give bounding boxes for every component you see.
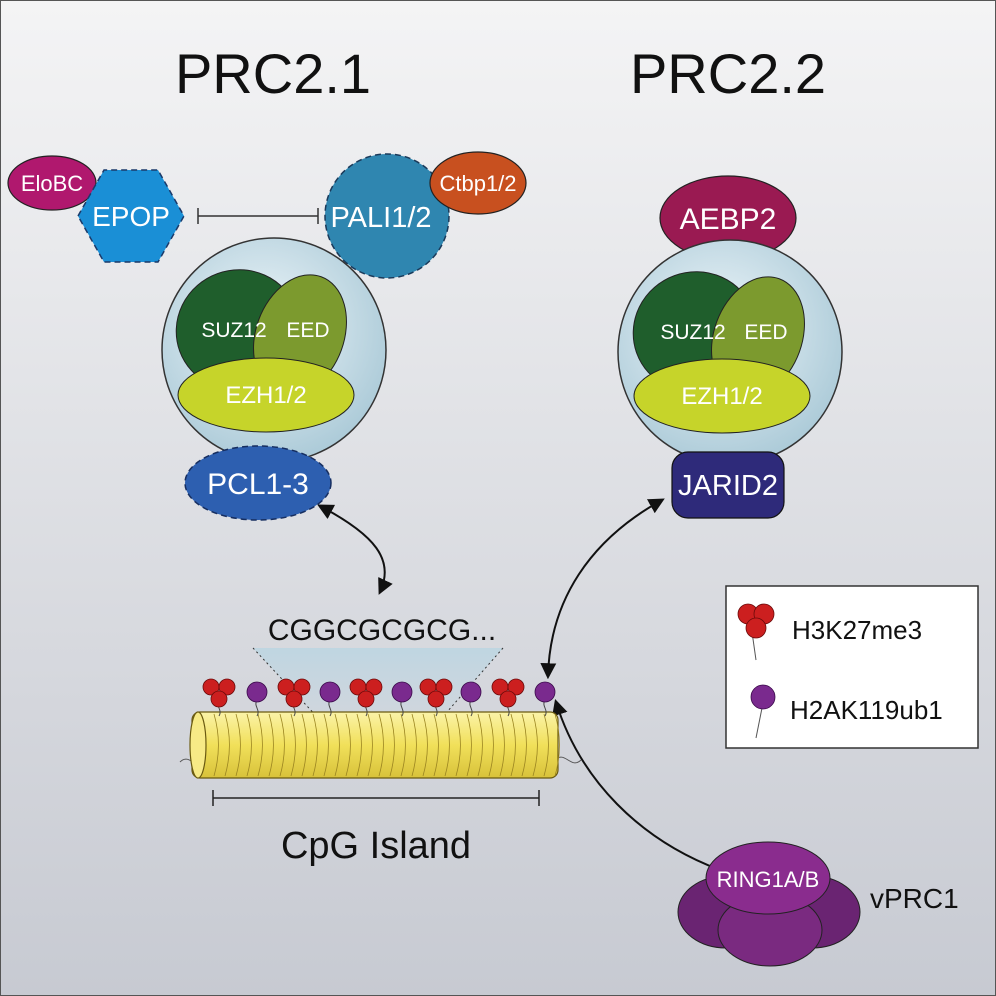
zoom-line-right [439, 647, 504, 721]
eed-label-1: EED [286, 319, 329, 342]
nucleosome-stripe [521, 713, 527, 777]
ezh-subunit-2 [633, 358, 811, 434]
nucleosome-stripe [477, 713, 483, 777]
nucleosome-stripe [268, 713, 274, 777]
nucleosome-stripe [499, 713, 505, 777]
ctbp-label: Ctbp1/2 [439, 171, 516, 196]
prc2-2-core: SUZ12 EED EZH1/2 [617, 239, 843, 465]
suz12-label-1: SUZ12 [201, 319, 266, 342]
legend-h3k27me3-label: H3K27me3 [792, 615, 922, 645]
nucleosome-stripe [422, 713, 428, 777]
nucleosome-stripe [290, 713, 296, 777]
h3k27me3-mark [202, 678, 236, 717]
h2ak119ub1-mark [391, 681, 413, 717]
pcl-label: PCL1-3 [207, 468, 309, 501]
epop-pali-inhibition [197, 208, 319, 224]
nucleosome-stripe [554, 713, 560, 777]
pali-label: PALI1/2 [330, 202, 431, 234]
cpg-sequence: CGGCGCGCG... [268, 614, 496, 647]
nucleosome-stripe [345, 713, 351, 777]
nucleosome-array [189, 711, 560, 779]
jarid2-label: JARID2 [678, 470, 778, 502]
nucleosome-stripe [378, 713, 384, 777]
nucleosome-stripe [257, 713, 263, 777]
nucleosome-stripe [246, 713, 252, 777]
elobc-label: EloBC [21, 171, 83, 196]
histone-marks [202, 678, 556, 717]
pcl-cpg-arrow [317, 504, 393, 595]
ring1ab-label: RING1A/B [717, 867, 820, 892]
nucleosome-stripe [334, 713, 340, 777]
nucleosome-stripes [213, 713, 560, 777]
vprc1-complex: RING1A/B [677, 841, 861, 967]
nucleosome-stripe [488, 713, 494, 777]
nucleosome-stripe [235, 713, 241, 777]
nucleosome-stripe [301, 713, 307, 777]
pcl-subunit: PCL1-3 [184, 445, 332, 521]
elobc-subunit: EloBC [7, 155, 97, 211]
legend-h3k27me3-icon [737, 603, 775, 661]
nucleosome-stripe [389, 713, 395, 777]
eed-label-2: EED [744, 321, 787, 344]
nucleosome-stripe [279, 713, 285, 777]
ctbp-subunit: Ctbp1/2 [429, 151, 527, 215]
h3k27me3-mark [491, 678, 525, 717]
h3k27me3-mark [277, 678, 311, 717]
nucleosome-stripe [532, 713, 538, 777]
nucleosome-stripe [411, 713, 417, 777]
aebp2-subunit: AEBP2 [659, 175, 797, 261]
nucleosome-stripe [455, 713, 461, 777]
nucleosome-stripe [510, 713, 516, 777]
epop-label: EPOP [92, 201, 170, 232]
nucleosome-stripe [543, 713, 549, 777]
cpg-island-label: CpG Island [281, 825, 471, 867]
jarid2-nucleosome-arrow [540, 498, 665, 680]
h3k27me3-mark [419, 678, 453, 717]
nucleosome-stripe [224, 713, 230, 777]
h3k27me3-mark [349, 678, 383, 717]
h2ak119ub1-mark [319, 681, 341, 717]
suz12-label-2: SUZ12 [660, 321, 725, 344]
nucleosome-stripe [367, 713, 373, 777]
jarid2-subunit: JARID2 [671, 451, 785, 519]
vprc1-label: vPRC1 [870, 883, 959, 914]
nucleosome-stripe [444, 713, 450, 777]
h2ak119ub1-mark [534, 681, 556, 717]
title-prc2-2: PRC2.2 [630, 42, 826, 105]
vprc1-ubiquitination-arrow [552, 698, 721, 871]
ezh-label-1: EZH1/2 [225, 382, 306, 409]
h2ak119ub1-mark [460, 681, 482, 717]
title-prc2-1: PRC2.1 [175, 42, 371, 105]
epop-subunit: EPOP [77, 169, 185, 263]
nucleosome-stripe [400, 713, 406, 777]
prc2-1-core: SUZ12 EED EZH1/2 [161, 237, 387, 463]
nucleosome-stripe [312, 713, 318, 777]
h2ak119ub1-mark [246, 681, 268, 717]
nucleosome-stripe [356, 713, 362, 777]
zoom-line-left [252, 647, 321, 721]
nucleosome-stripe [213, 713, 219, 777]
pali-subunit: PALI1/2 [324, 153, 450, 279]
nucleosome-stripe [466, 713, 472, 777]
aebp2-label: AEBP2 [680, 203, 777, 236]
legend-h2ak119ub1-icon [750, 684, 776, 739]
nucleosome-stripe [433, 713, 439, 777]
ezh-label-2: EZH1/2 [681, 383, 762, 410]
legend: H3K27me3 H2AK119ub1 [725, 585, 979, 749]
ezh-subunit-1 [177, 357, 355, 433]
nucleosome-stripe [323, 713, 329, 777]
legend-h2ak119ub1-label: H2AK119ub1 [790, 695, 943, 725]
